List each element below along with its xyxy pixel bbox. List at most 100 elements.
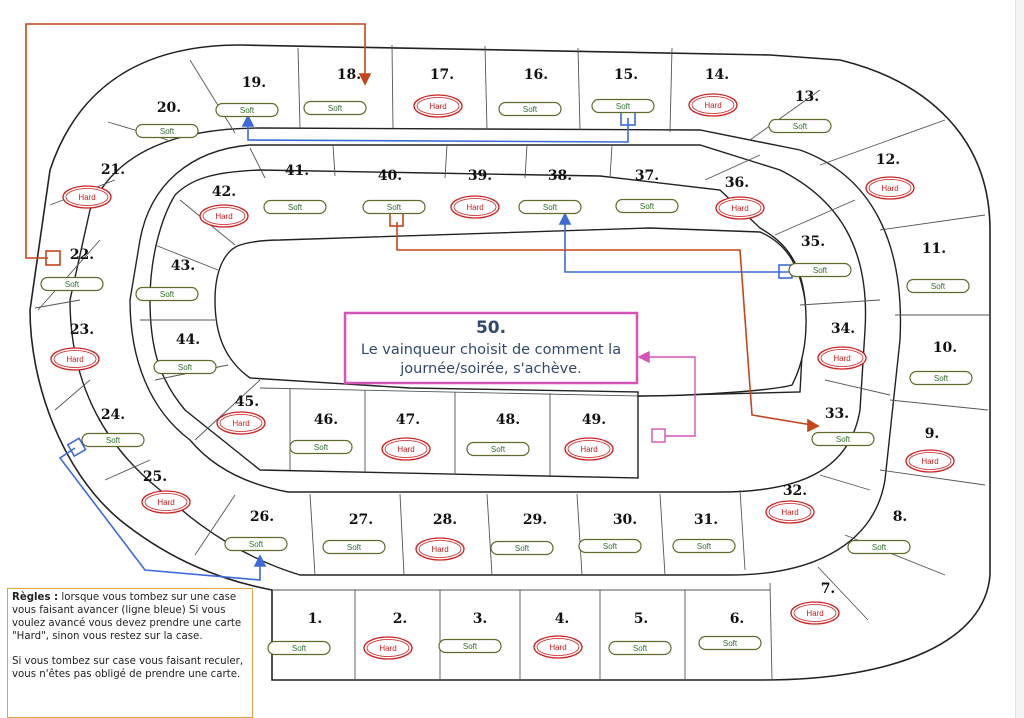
hard-badge-ring: [219, 414, 263, 432]
soft-badge: [40, 276, 104, 292]
soft-label: Soft: [347, 543, 362, 552]
rules-title: Règles :: [12, 592, 59, 603]
square-number: 35.: [801, 234, 825, 250]
soft-badge: [578, 538, 642, 554]
advance-arrow-26: [253, 554, 267, 567]
hard-badge-ring: [202, 207, 246, 225]
soft-label: Soft: [160, 127, 175, 136]
hard-badge: [216, 411, 266, 435]
hard-badge-ring: [868, 179, 912, 197]
square-number: 34.: [831, 321, 855, 337]
square-47: 47.Hard: [381, 412, 431, 461]
hard-badge: [765, 500, 815, 524]
square-40: 40.Soft: [362, 168, 426, 215]
hard-label: Hard: [921, 457, 938, 466]
square-number: 2.: [393, 611, 408, 627]
soft-label: Soft: [328, 104, 343, 113]
square-number: 38.: [548, 168, 572, 184]
square-14: 14. Hard: [688, 67, 738, 117]
square-13: 13. Soft: [768, 89, 832, 134]
square-number: 45.: [235, 394, 259, 410]
hard-badge-ring: [768, 503, 812, 521]
hard-badge: [905, 449, 955, 473]
square-number: 9.: [925, 426, 940, 442]
square-number: 7.: [821, 581, 836, 597]
hard-badge: [141, 490, 191, 514]
soft-label: Soft: [723, 639, 738, 648]
rules-paragraph-2: Si vous tombez sur case vous faisant rec…: [12, 656, 244, 680]
square-number: 11.: [922, 241, 946, 257]
hard-badge-ring: [718, 199, 762, 217]
square-number: 27.: [349, 512, 373, 528]
square-number: 41.: [285, 163, 309, 179]
finish-line: [637, 350, 696, 443]
hard-badge-ring: [567, 440, 611, 458]
advance-arrow-19: [241, 114, 255, 127]
soft-label: Soft: [292, 644, 307, 653]
hard-label: Hard: [397, 445, 414, 454]
soft-label: Soft: [813, 266, 828, 275]
soft-badge: [267, 640, 331, 656]
square-number: 13.: [795, 89, 819, 105]
square-number: 40.: [378, 168, 402, 184]
soft-label: Soft: [931, 282, 946, 291]
square-7: 7. Hard: [790, 581, 840, 625]
soft-label: Soft: [463, 642, 478, 651]
soft-badge: [263, 199, 327, 215]
soft-badge: [906, 278, 970, 294]
square-32: 32.Hard: [765, 483, 815, 524]
soft-badge: [788, 262, 852, 278]
square-number: 8.: [893, 509, 908, 525]
hard-badge-ring: [53, 350, 97, 368]
soft-label: Soft: [106, 436, 121, 445]
square-19: 19.Soft: [215, 75, 279, 118]
square-33: 33.Soft: [811, 406, 875, 447]
hard-badge-ring: [65, 188, 109, 206]
square-number: 43.: [171, 258, 195, 274]
advance-box-24: [66, 437, 87, 458]
finish-text-line1: Le vainqueur choisit de comment la: [361, 342, 621, 358]
square-number: 15.: [614, 67, 638, 83]
square-number: 24.: [101, 407, 125, 423]
hard-label: Hard: [806, 609, 823, 618]
soft-label: Soft: [793, 122, 808, 131]
square-30: 30.Soft: [578, 512, 642, 554]
square-number: 5.: [634, 611, 649, 627]
soft-label: Soft: [836, 435, 851, 444]
square-16: 16.Soft: [498, 67, 562, 117]
square-46: 46.Soft: [289, 412, 353, 455]
hard-badge-ring: [384, 440, 428, 458]
rules-box: Règles : lorsque vous tombez sur une cas…: [7, 588, 253, 718]
soft-label: Soft: [240, 106, 255, 115]
square-39: 39.Hard: [450, 168, 500, 219]
soft-badge: [135, 286, 199, 302]
square-15: 15.Soft: [591, 67, 655, 114]
square-number: 14.: [705, 67, 729, 83]
soft-badge: [224, 536, 288, 552]
soft-badge: [303, 100, 367, 116]
retreat-arrow-18: [358, 73, 372, 86]
soft-label: Soft: [288, 203, 303, 212]
square-number: 48.: [496, 412, 520, 428]
soft-label: Soft: [160, 290, 175, 299]
hard-badge: [817, 346, 867, 370]
square-number: 32.: [783, 483, 807, 499]
square-45: 45.Hard: [216, 394, 266, 435]
hard-badge-ring: [820, 349, 864, 367]
hard-label: Hard: [580, 445, 597, 454]
square-number: 25.: [143, 469, 167, 485]
hard-badge: [688, 93, 738, 117]
square-2: 2.Hard: [363, 611, 413, 660]
hard-badge-ring: [418, 540, 462, 558]
square-18: 18.Soft: [303, 67, 367, 116]
square-3: 3.Soft: [438, 611, 502, 654]
hard-label: Hard: [704, 101, 721, 110]
square-number: 4.: [555, 611, 570, 627]
square-48: 48.Soft: [466, 412, 530, 457]
soft-badge: [847, 539, 911, 555]
square-8: 8.Soft: [847, 509, 911, 555]
hard-label: Hard: [157, 498, 174, 507]
soft-badge: [81, 432, 145, 448]
retreat-line-40-33: [396, 222, 813, 426]
